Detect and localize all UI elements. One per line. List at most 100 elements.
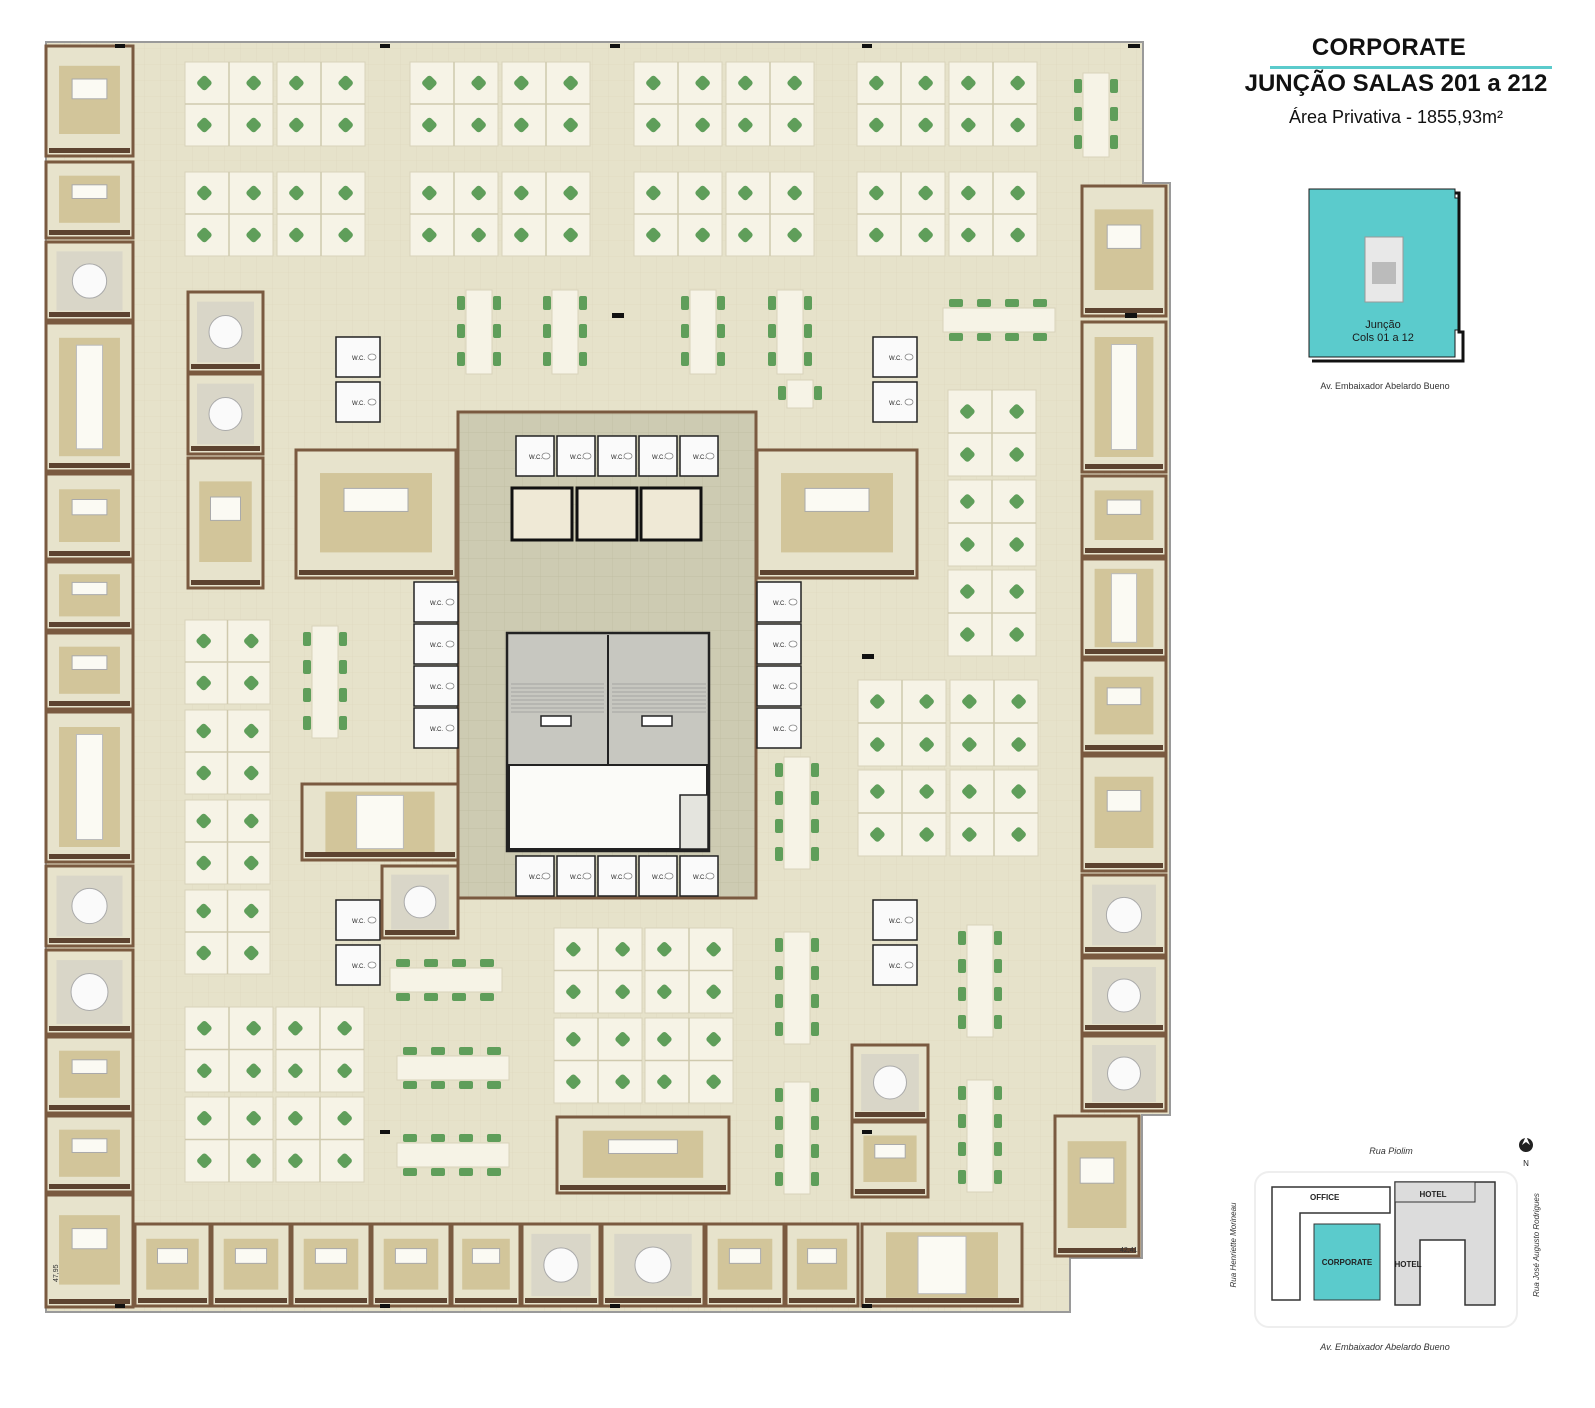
elevator-car — [510, 486, 574, 542]
bench-desk — [681, 289, 725, 375]
chair — [457, 296, 465, 310]
chair — [615, 1074, 630, 1089]
toilet-icon — [664, 452, 674, 460]
chair — [695, 227, 710, 243]
chair — [543, 352, 551, 366]
chair — [493, 296, 501, 310]
workstation-cluster — [275, 1006, 365, 1093]
toilet-icon — [623, 452, 633, 460]
column-marker — [115, 1304, 125, 1308]
chair — [994, 1142, 1002, 1156]
office-room — [1080, 956, 1168, 1035]
elevator-bank — [510, 486, 703, 542]
toilet-icon — [367, 398, 377, 406]
chair — [775, 1116, 783, 1130]
chair — [775, 994, 783, 1008]
office-room — [784, 1222, 860, 1308]
office-room — [1080, 1034, 1168, 1113]
chair — [431, 1168, 445, 1176]
column-marker — [380, 1130, 390, 1134]
chair — [961, 75, 976, 91]
wc-label: W.C. — [352, 401, 365, 407]
toilet-icon — [904, 398, 914, 406]
chair — [452, 959, 466, 967]
office-room — [380, 864, 460, 940]
chair — [493, 352, 501, 366]
chair — [303, 632, 311, 646]
compass-north-label: N — [1523, 1159, 1529, 1168]
office-room — [370, 1222, 452, 1308]
chair — [962, 784, 977, 799]
wc-label: W.C. — [430, 643, 443, 649]
chair — [514, 75, 529, 91]
wc-label: W.C. — [773, 685, 786, 691]
workstation-cluster — [948, 61, 1038, 147]
chair — [738, 185, 753, 201]
chair — [288, 1153, 303, 1168]
workstation-cluster — [949, 679, 1039, 767]
office-room — [290, 1222, 372, 1308]
chair — [303, 688, 311, 702]
chair — [452, 993, 466, 1001]
chair — [811, 938, 819, 952]
chair — [459, 1047, 473, 1055]
column-marker — [610, 44, 620, 48]
workstation-cluster — [949, 769, 1039, 857]
office-room — [1053, 1114, 1141, 1258]
chair — [811, 1022, 819, 1036]
chair — [1011, 694, 1026, 709]
bench-desk — [775, 1081, 819, 1195]
chair — [958, 1086, 966, 1100]
chair — [994, 987, 1002, 1001]
chair — [197, 75, 212, 91]
chair — [563, 117, 578, 133]
wc-label: W.C. — [352, 919, 365, 925]
workstation-cluster — [409, 171, 499, 257]
chair — [424, 959, 438, 967]
wc-stall: W.C. — [413, 623, 459, 665]
chair — [768, 296, 776, 310]
chair — [514, 227, 529, 243]
chair — [244, 765, 259, 781]
chair — [579, 352, 587, 366]
meeting-room — [1080, 320, 1168, 474]
office-room — [704, 1222, 786, 1308]
toilet-icon — [705, 452, 715, 460]
chair — [1010, 117, 1025, 133]
office-room — [186, 290, 265, 374]
chair — [695, 185, 710, 201]
wc-stall: W.C. — [872, 944, 918, 986]
chair — [246, 1153, 261, 1168]
chair — [994, 1015, 1002, 1029]
plan-subtitle: JUNÇÃO SALAS 201 a 212 — [1244, 70, 1548, 97]
chair — [396, 993, 410, 1001]
chair — [566, 1074, 581, 1089]
wc-label: W.C. — [889, 964, 902, 970]
chair — [1033, 299, 1047, 307]
chair — [775, 1022, 783, 1036]
wc-stall: W.C. — [872, 899, 918, 941]
chair — [246, 227, 261, 243]
chair — [487, 1047, 501, 1055]
chair — [288, 1111, 303, 1126]
key-plan-unit-label-1: Junção — [1365, 319, 1400, 331]
office-room — [44, 44, 135, 158]
workstation-clusters — [184, 61, 1118, 1195]
chair — [962, 827, 977, 842]
chair — [870, 784, 885, 799]
office-room — [44, 864, 135, 948]
office-room — [44, 631, 135, 711]
wc-stall: W.C. — [679, 435, 719, 477]
wc-stall: W.C. — [756, 623, 802, 665]
column-marker — [862, 1130, 872, 1134]
chair — [811, 1172, 819, 1186]
column-marker — [862, 44, 872, 48]
workstation-cluster — [857, 679, 947, 767]
chair — [487, 1134, 501, 1142]
toilet-icon — [788, 682, 798, 690]
toilet-icon — [445, 724, 455, 732]
chair — [919, 827, 934, 842]
chair — [1009, 404, 1024, 419]
meeting-room — [860, 1222, 1024, 1308]
bench-desk — [958, 1079, 1002, 1193]
